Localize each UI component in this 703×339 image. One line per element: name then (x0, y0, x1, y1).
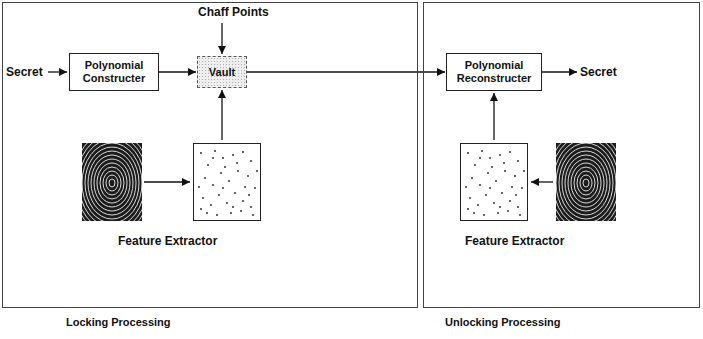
extract-arrow (531, 181, 553, 182)
text-label: Feature Extractor (118, 234, 217, 248)
panel-heading: Locking Processing (66, 316, 171, 329)
chaff-arrow (221, 23, 222, 54)
minutiae-map (194, 144, 261, 221)
box-label: Vault (207, 66, 237, 79)
text-label: Chaff Points (198, 5, 269, 19)
extract-arrow (144, 181, 190, 182)
text-label: Secret (580, 65, 617, 79)
fingerprint-image (547, 131, 625, 235)
fingerprint-image (73, 131, 151, 235)
process-panel: Polynomial ReconstructerUnlocking Proces… (423, 2, 700, 308)
process-panel: Polynomial ConstructerVaultLocking Proce… (2, 2, 418, 308)
text-label: Feature Extractor (465, 234, 564, 248)
box-label: Polynomial Reconstructer (447, 59, 541, 84)
vault-box: Vault (197, 56, 247, 88)
process-box: Polynomial Constructer (69, 53, 159, 91)
flow-arrow (247, 71, 445, 72)
output-arrow (536, 71, 577, 72)
panel-heading: Unlocking Processing (445, 316, 561, 329)
feature-arrow (493, 93, 494, 140)
process-box: Polynomial Reconstructer (446, 53, 542, 91)
feature-arrow (221, 90, 222, 140)
flow-arrow (159, 71, 196, 72)
box-label: Polynomial Constructer (70, 59, 158, 84)
minutiae-map (461, 144, 528, 221)
input-arrow (48, 71, 67, 72)
text-label: Secret (6, 65, 43, 79)
